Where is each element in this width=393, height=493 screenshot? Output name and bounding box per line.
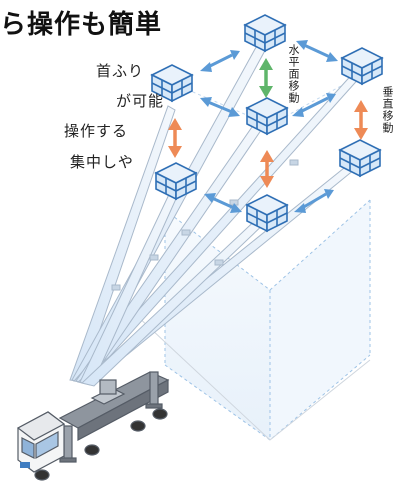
- movement-arrows: [168, 40, 368, 213]
- work-basket-center: [245, 97, 289, 136]
- boom-arms: [69, 39, 363, 387]
- work-basket-upper-left: [150, 64, 194, 103]
- double-arrow-icon: [204, 193, 242, 213]
- heading: ら操作も簡単: [0, 10, 163, 40]
- work-basket-upper-right: [340, 47, 384, 86]
- work-basket-top: [243, 14, 287, 53]
- vertical-arrow-orange-icon: [168, 118, 182, 158]
- double-arrow-icon: [292, 93, 336, 117]
- body-text-line: 操作する: [64, 122, 129, 140]
- body-text-line: 首ふり: [96, 62, 145, 80]
- body-text-line: が可能: [116, 92, 165, 110]
- work-basket-lower-right: [338, 139, 382, 178]
- double-arrow-icon: [200, 50, 240, 72]
- truck-illustration: [16, 371, 170, 481]
- work-basket-bottom: [245, 194, 289, 233]
- vertical-move-label: 垂直移動: [381, 86, 393, 134]
- vertical-arrow-orange-icon: [354, 100, 368, 140]
- body-text-line: 集中しや: [70, 153, 134, 171]
- double-arrow-icon: [294, 189, 334, 213]
- double-arrow-icon: [200, 97, 240, 117]
- work-basket-lower-left: [154, 162, 198, 201]
- vertical-arrow-orange-icon: [260, 150, 274, 188]
- vertical-arrow-green-icon: [259, 58, 273, 98]
- double-arrow-icon: [296, 40, 338, 62]
- horizontal-move-label: 水平面移動: [287, 44, 300, 104]
